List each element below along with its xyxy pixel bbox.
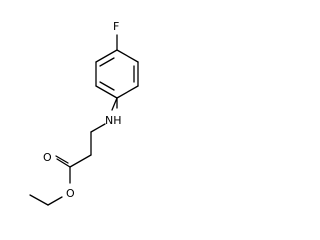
bond-ethyl [29, 194, 49, 206]
molecule-svg: F NH O O [29, 20, 139, 206]
bond-ch2-c [69, 154, 92, 168]
bond-o-ethyl [47, 196, 63, 206]
atom-carbonyl-o-label: O [43, 151, 52, 164]
bond-ring-nh-b [111, 97, 118, 111]
bond-ring-6 [95, 49, 118, 63]
bond-ring-1 [116, 49, 139, 63]
bond-c-o-double-2 [55, 155, 69, 164]
bond-c-o-double-1 [56, 158, 71, 168]
atom-f-label: F [113, 20, 119, 33]
bond-nh-ch2 [90, 123, 106, 133]
bond-ring-inner-c [99, 57, 115, 67]
atom-ester-o-label: O [66, 187, 75, 200]
atom-nh-label: NH [105, 114, 122, 127]
bond-ring-3 [116, 85, 139, 99]
bond-ring-inner-b [99, 81, 115, 91]
structure-diagram: F NH O O [0, 0, 162, 225]
bond-ring-4 [95, 85, 118, 99]
